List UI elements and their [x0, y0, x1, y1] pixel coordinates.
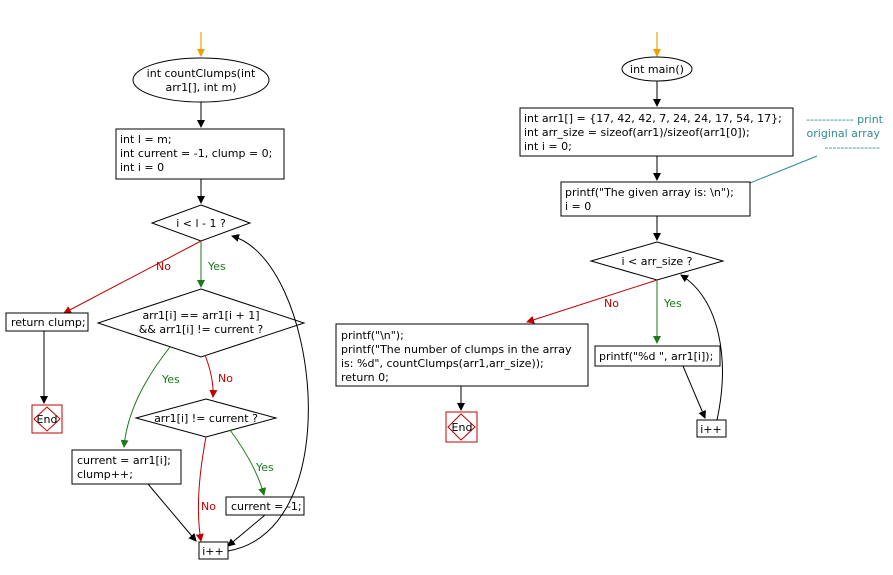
edge-assign-to-increment	[147, 483, 197, 542]
right-increment-box: i++	[696, 419, 727, 438]
current-condition-diamond: arr1[i] != current ?	[134, 398, 278, 438]
equality-line-1: arr1[i] == arr1[i + 1]	[142, 309, 259, 322]
result-line-4: return 0;	[341, 371, 389, 384]
edge-print-to-increment	[682, 365, 706, 419]
init-line-3: int i = 0	[120, 161, 164, 174]
right-end-node: End	[445, 411, 478, 443]
equality-condition-diamond: arr1[i] == arr1[i + 1] && arr1[i] != cur…	[96, 288, 306, 358]
reset-current-box: current = -1;	[225, 496, 305, 516]
result-line-3: is: %d", countClumps(arr1,arr_size));	[341, 357, 544, 370]
reset-text: current = -1;	[231, 500, 302, 513]
left-increment-text: i++	[202, 545, 224, 558]
start-node-main: int main()	[621, 56, 693, 82]
print-result-box: printf("\n"); printf("The number of clum…	[335, 323, 589, 387]
equality-line-2: && arr1[i] != current ?	[139, 323, 264, 336]
print-original-comment: ------------ print original array ------…	[744, 113, 884, 186]
main-loop-text: i < arr_size ?	[621, 255, 692, 268]
current-yes-label: Yes	[255, 461, 274, 474]
left-flowchart: int countClumps(int arr1[], int m) int l…	[5, 32, 309, 560]
decl-line-3: int i = 0;	[524, 140, 572, 153]
assign-clump-box: current = arr1[i]; clump++;	[71, 449, 182, 485]
print-element-text: printf("%d ", arr1[i]);	[599, 350, 713, 363]
equality-no-label: No	[218, 372, 233, 385]
return-text: return clump;	[11, 316, 86, 329]
result-line-1: printf("\n");	[341, 329, 404, 342]
edge-right-loop-back	[680, 274, 723, 421]
start-node-countclumps: int countClumps(int arr1[], int m)	[132, 57, 270, 103]
edge-loop-no	[63, 240, 202, 314]
print-header-box: printf("The given array is: \n"); i = 0	[560, 181, 751, 217]
comment-line-1: ------------ print	[806, 113, 884, 126]
edge-main-loop-no	[526, 279, 658, 324]
start-line-1: int countClumps(int	[147, 67, 256, 80]
edge-current-yes	[229, 429, 267, 496]
right-end-text: End	[452, 421, 473, 434]
left-increment-box: i++	[198, 541, 229, 560]
current-condition-text: arr1[i] != current ?	[154, 412, 258, 425]
loop-condition-diamond: i < l - 1 ?	[150, 204, 252, 242]
edge-equality-yes	[120, 346, 171, 448]
edge-current-no	[195, 436, 207, 542]
edge-reset-to-increment	[227, 514, 266, 547]
right-increment-text: i++	[700, 423, 722, 436]
declaration-box: int arr1[] = {17, 42, 42, 7, 24, 24, 17,…	[519, 107, 794, 157]
main-loop-no-label: No	[604, 297, 619, 310]
comment-connector	[744, 155, 818, 186]
loop-yes-label: Yes	[207, 260, 226, 273]
main-loop-yes-label: Yes	[663, 297, 682, 310]
equality-yes-label: Yes	[161, 373, 180, 386]
main-start-text: int main()	[630, 63, 684, 76]
edge-equality-no	[204, 354, 218, 398]
init-line-2: int current = -1, clump = 0;	[120, 147, 272, 160]
current-no-label: No	[201, 500, 216, 513]
loop-no-label: No	[156, 260, 171, 273]
return-clump-box: return clump;	[5, 312, 89, 332]
result-line-2: printf("The number of clumps in the arra…	[341, 343, 572, 356]
left-end-text: End	[37, 413, 58, 426]
edge-left-loop-back	[227, 234, 309, 552]
comment-line-2: original array	[807, 127, 881, 140]
decl-line-2: int arr_size = sizeof(arr1)/sizeof(arr1[…	[524, 126, 750, 139]
init-process-box: int l = m; int current = -1, clump = 0; …	[115, 128, 285, 180]
loop-condition-text: i < l - 1 ?	[176, 217, 226, 230]
decl-line-1: int arr1[] = {17, 42, 42, 7, 24, 24, 17,…	[524, 112, 782, 125]
right-flowchart: int main() int arr1[] = {17, 42, 42, 7, …	[335, 32, 884, 443]
main-loop-diamond: i < arr_size ?	[589, 241, 725, 281]
print-header-line-2: i = 0	[565, 200, 591, 213]
comment-line-3: --------------	[824, 141, 880, 154]
left-end-node: End	[31, 404, 63, 434]
assign-line-2: clump++;	[77, 468, 133, 481]
assign-line-1: current = arr1[i];	[77, 454, 171, 467]
print-header-line-1: printf("The given array is: \n");	[565, 186, 734, 199]
start-line-2: arr1[], int m)	[165, 81, 236, 94]
init-line-1: int l = m;	[120, 133, 172, 146]
print-element-box: printf("%d ", arr1[i]);	[594, 345, 721, 367]
